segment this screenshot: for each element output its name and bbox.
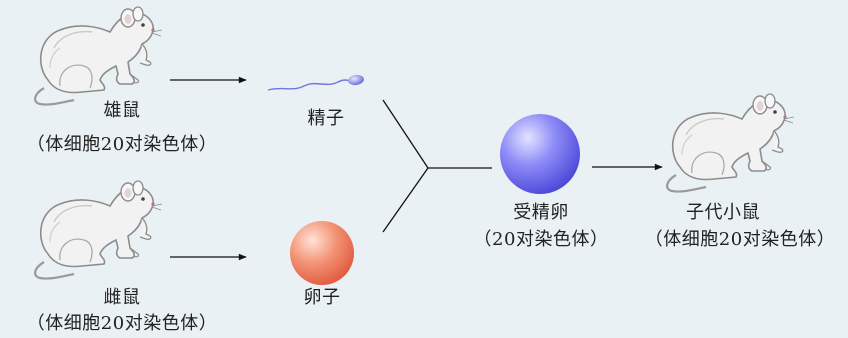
sperm-icon: [267, 74, 364, 91]
egg-label: 卵子: [303, 287, 341, 308]
female-rat-label: 雌鼠: [103, 287, 141, 308]
zygote-chromosome-label: （20对染色体）: [473, 229, 609, 250]
zygote-label: 受精卵: [513, 202, 569, 223]
offspring-chromosome-label: （体细胞20对染色体）: [644, 229, 836, 250]
offspring-rat-icon: [665, 92, 796, 193]
male-rat-label: 雄鼠: [103, 100, 141, 121]
female-rat-icon: [33, 179, 164, 280]
male-chromosome-label: （体细胞20对染色体）: [26, 134, 218, 155]
offspring-label: 子代小鼠: [686, 202, 760, 223]
fertilization-lines: [382, 99, 429, 233]
zygote-cell-icon: [500, 114, 580, 194]
egg-cell-icon: [290, 221, 354, 285]
male-rat-icon: [33, 5, 164, 106]
female-chromosome-label: （体细胞20对染色体）: [26, 313, 218, 334]
sperm-label: 精子: [307, 108, 345, 129]
